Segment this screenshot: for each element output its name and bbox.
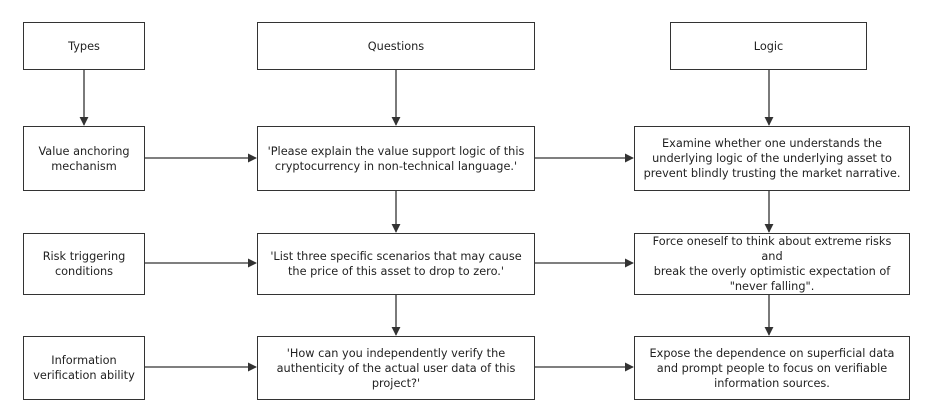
- question-box-drop-to-zero: 'List three specific scenarios that may …: [257, 233, 535, 295]
- logic-label: Expose the dependence on superficial dat…: [649, 346, 895, 390]
- type-box-value-anchoring: Value anchoring mechanism: [23, 126, 145, 191]
- type-box-risk-triggering: Risk triggering conditions: [23, 233, 145, 295]
- questions-header-box: Questions: [257, 22, 535, 70]
- questions-header-label: Questions: [367, 39, 425, 53]
- logic-label: Force oneself to think about extreme ris…: [652, 235, 892, 293]
- types-header-box: Types: [23, 22, 145, 70]
- logic-header-box: Logic: [670, 22, 867, 70]
- type-box-information-verification: Information verification ability: [23, 336, 145, 400]
- logic-box-underlying-logic: Examine whether one understands the unde…: [634, 126, 910, 191]
- question-box-value-support: 'Please explain the value support logic …: [257, 126, 535, 191]
- logic-box-verifiable-sources: Expose the dependence on superficial dat…: [634, 336, 910, 400]
- type-label: Value anchoring mechanism: [38, 144, 130, 173]
- logic-header-label: Logic: [753, 39, 784, 53]
- logic-box-extreme-risks: Force oneself to think about extreme ris…: [634, 233, 910, 295]
- question-box-verify-user-data: 'How can you independently verify the au…: [257, 336, 535, 400]
- question-label: 'Please explain the value support logic …: [267, 144, 525, 173]
- type-label: Information verification ability: [33, 354, 135, 382]
- type-label: Risk triggering conditions: [42, 250, 126, 278]
- logic-label: Examine whether one understands the unde…: [643, 137, 901, 180]
- question-label: 'List three specific scenarios that may …: [270, 250, 522, 278]
- question-label: 'How can you independently verify the au…: [276, 346, 516, 390]
- types-header-label: Types: [68, 39, 100, 53]
